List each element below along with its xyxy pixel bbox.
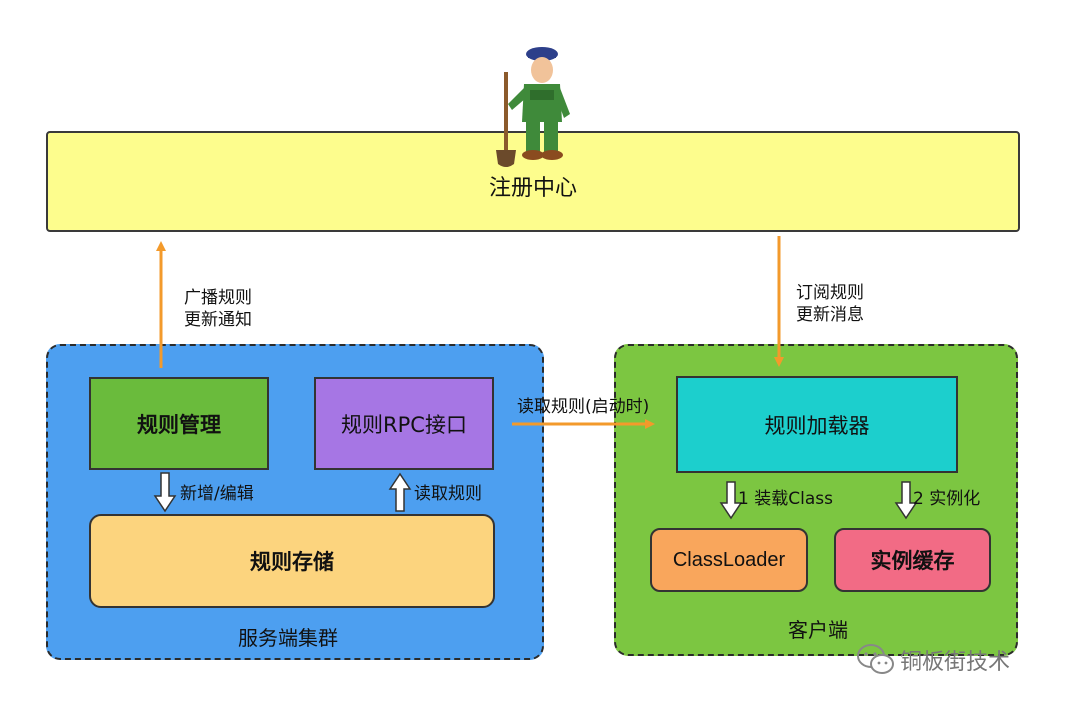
wechat-icon <box>857 644 894 674</box>
server-cluster-label: 服务端集群 <box>238 626 338 650</box>
registry-center: 注册中心 <box>46 131 1020 232</box>
startup-read-label: 读取规则(启动时) <box>517 397 650 417</box>
subscribe-label-line1: 订阅规则 <box>796 283 864 303</box>
broadcast-label-line2: 更新通知 <box>184 310 252 330</box>
load-class-label: 1 装载Class <box>738 489 833 509</box>
registry-label: 注册中心 <box>488 175 577 201</box>
subscribe-label: 订阅规则 更新消息 <box>796 282 864 326</box>
rule-storage-box: 规则存储 <box>89 514 495 608</box>
rule-management-box: 规则管理 <box>89 377 269 470</box>
broadcast-label-line1: 广播规则 <box>184 288 252 308</box>
read-rule-label: 读取规则 <box>414 484 482 504</box>
classloader-box: ClassLoader <box>650 528 808 592</box>
instance-cache-box: 实例缓存 <box>834 528 991 592</box>
watermark-text: 铜板街技术 <box>900 650 1011 675</box>
watermark: 铜板街技术 <box>856 640 1010 680</box>
rule-rpc-interface-box: 规则RPC接口 <box>314 377 494 470</box>
add-edit-label: 新增/编辑 <box>180 484 254 504</box>
subscribe-label-line2: 更新消息 <box>796 305 864 325</box>
rule-loader-box: 规则加载器 <box>676 376 958 473</box>
broadcast-label: 广播规则 更新通知 <box>184 287 252 331</box>
client-cluster-label: 客户端 <box>788 618 848 642</box>
instantiate-label: 2 实例化 <box>913 489 981 509</box>
